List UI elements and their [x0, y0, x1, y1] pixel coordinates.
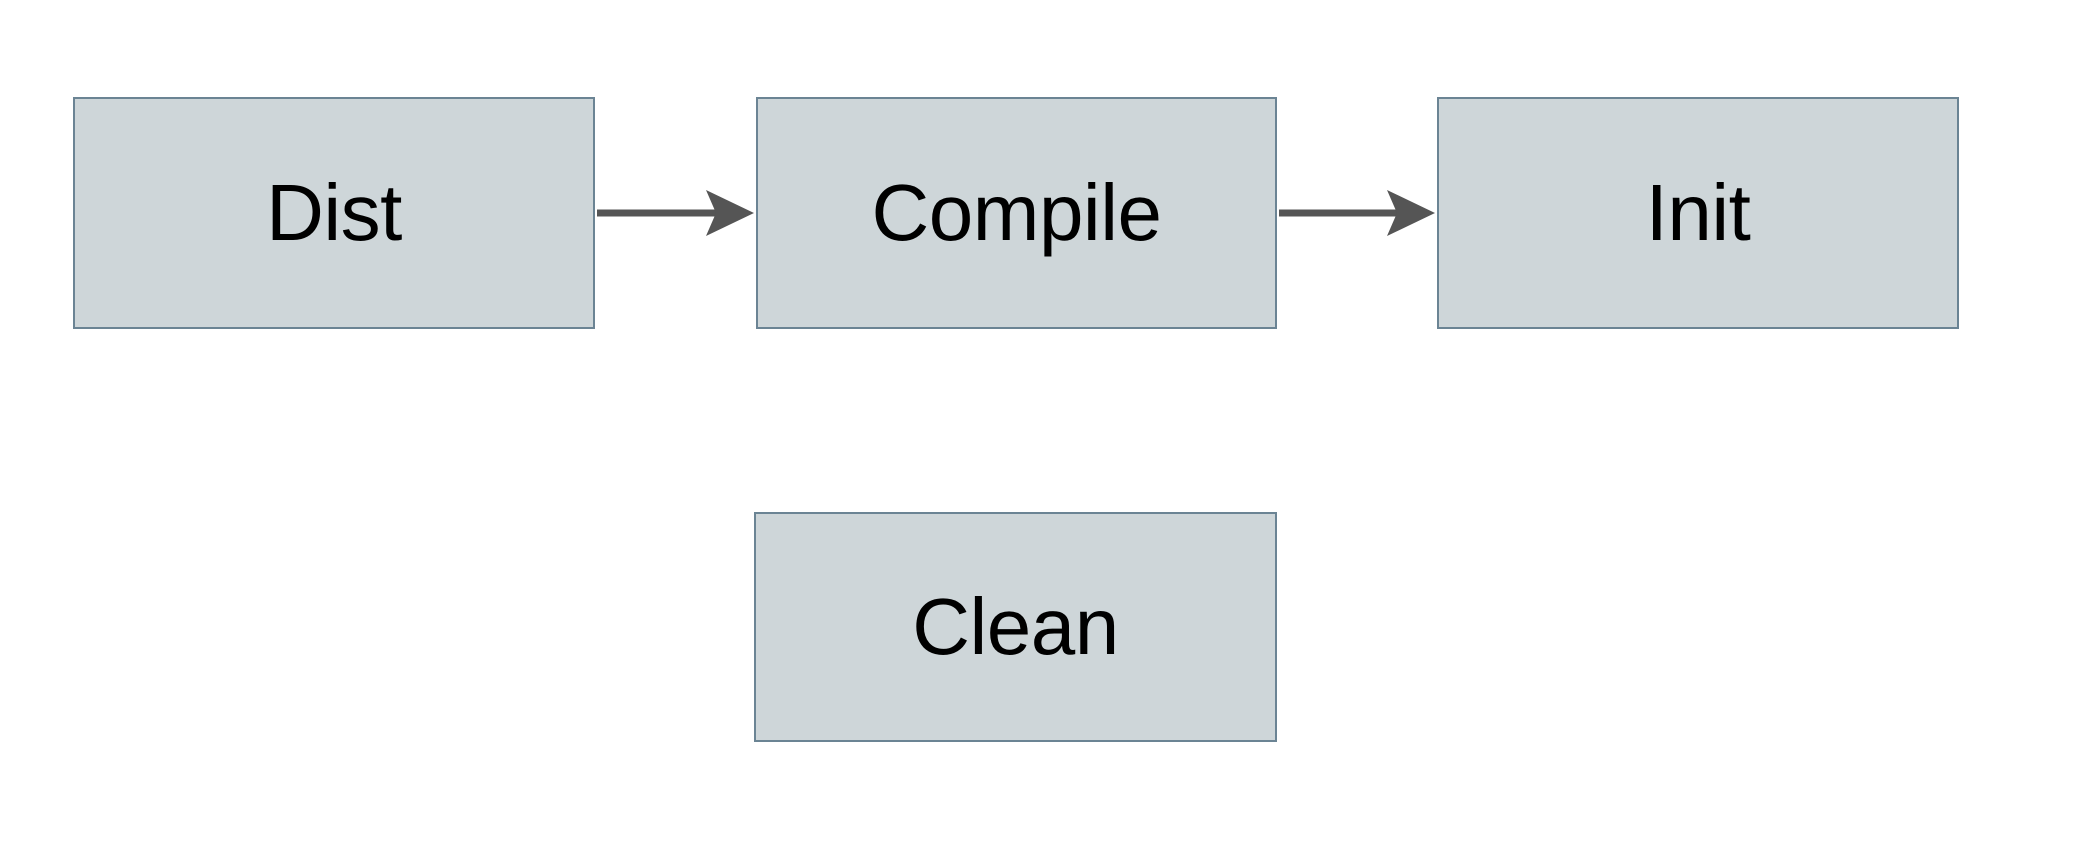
node-init-label: Init — [1645, 168, 1751, 257]
edge-dist-to-compile-arrowhead — [706, 190, 754, 236]
edge-compile-to-init — [1279, 190, 1435, 236]
edge-dist-to-compile — [597, 190, 754, 236]
node-init[interactable]: Init — [1437, 97, 1959, 329]
node-clean[interactable]: Clean — [754, 512, 1277, 742]
node-compile-label: Compile — [871, 168, 1162, 257]
node-dist[interactable]: Dist — [73, 97, 595, 329]
node-dist-label: Dist — [266, 168, 402, 257]
node-clean-label: Clean — [912, 582, 1119, 671]
node-compile[interactable]: Compile — [756, 97, 1277, 329]
edge-compile-to-init-arrowhead — [1387, 190, 1435, 236]
